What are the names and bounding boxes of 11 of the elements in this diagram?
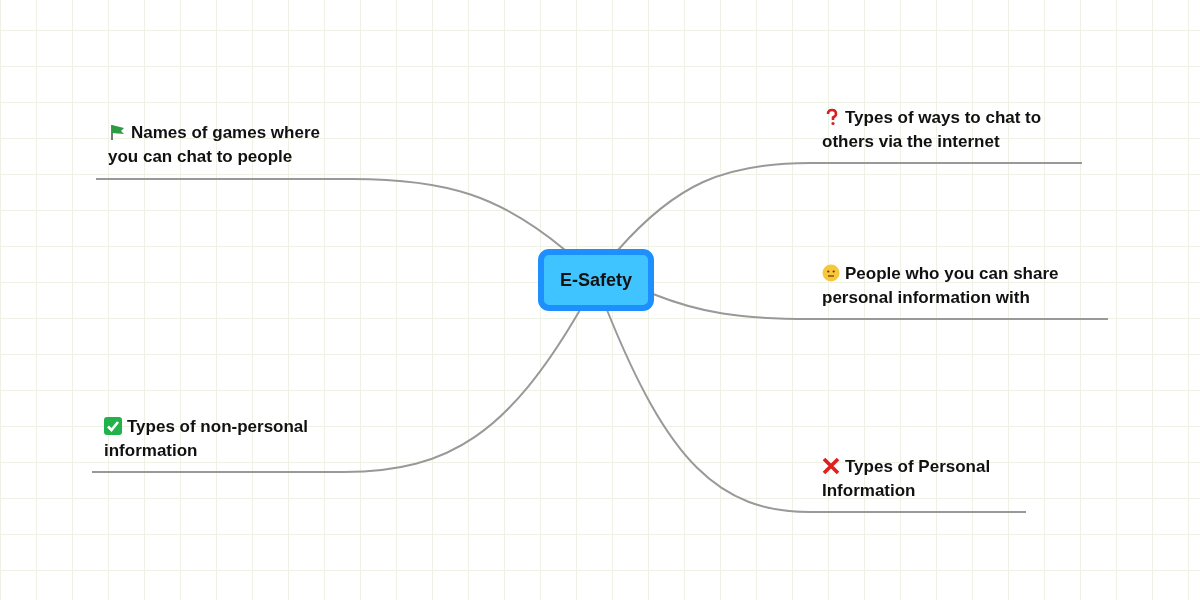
- topic-text: Types of ways to chat to others via the internet: [822, 107, 1043, 153]
- topic-text: Names of games where you can chat to people: [108, 122, 321, 168]
- branch-line: [617, 162, 811, 251]
- branch-line: [343, 309, 581, 473]
- central-topic: E-Safety: [538, 249, 654, 311]
- topic-text: Types of non-personal information: [104, 415, 310, 462]
- topic-text: Types of Personal Information: [822, 455, 992, 502]
- topic-text: People who you can share personal information with: [822, 263, 1060, 309]
- branch-line: [652, 293, 811, 320]
- branch-line: [606, 309, 811, 513]
- branch-line: [351, 178, 566, 251]
